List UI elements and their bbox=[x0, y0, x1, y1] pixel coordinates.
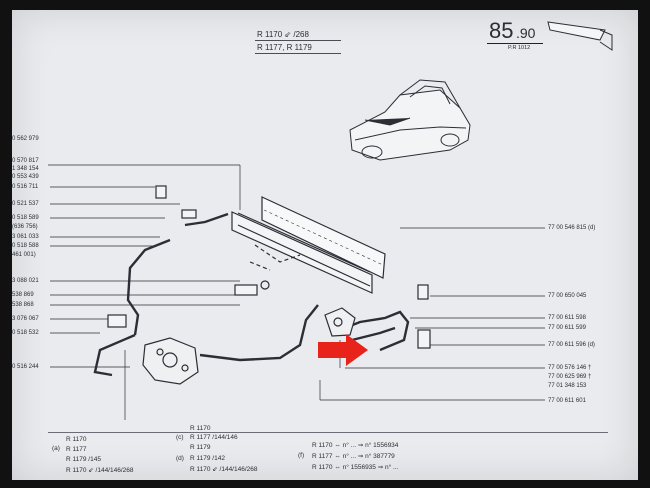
part-number: 3 076 067 bbox=[12, 316, 39, 322]
part-number: 538 869 bbox=[12, 292, 34, 298]
footer-b-line: R 1170 ⇙ /144/146/268 bbox=[66, 467, 134, 474]
part-number: 77 00 611 601 bbox=[548, 398, 586, 404]
thermostat-housing bbox=[324, 307, 356, 337]
part-number: 0 521 537 bbox=[12, 201, 39, 207]
footer-f-label: (f) bbox=[298, 452, 305, 459]
part-number: 77 00 650 045 bbox=[548, 293, 587, 299]
part-number: 0 518 588 bbox=[12, 243, 39, 249]
page-number-sub: .90 bbox=[516, 25, 536, 41]
part-number: 0 562 979 bbox=[12, 136, 39, 142]
footer-c-line3: R 1179 bbox=[190, 444, 211, 451]
page-ref: P.R 1012 bbox=[508, 45, 531, 51]
model-line-1: R 1170 ⇙ /268 bbox=[257, 30, 309, 39]
part-number: 0 516 711 bbox=[12, 184, 39, 190]
part-number: 0 516 244 bbox=[12, 364, 39, 370]
header-divider-2 bbox=[255, 53, 341, 54]
footer-c-line1: R 1170 bbox=[190, 425, 211, 432]
part-number: 538 868 bbox=[12, 302, 34, 308]
page-number-main: 85 bbox=[489, 18, 514, 43]
footer-g-line: R 1170 ⇔ n° 1556935 ⇒ n° ... bbox=[312, 464, 399, 471]
footer-c-line2: R 1177 /144/146 bbox=[190, 434, 238, 441]
part-number: 77 00 546 815 (d) bbox=[548, 225, 596, 231]
footer-d-line1: R 1179 /142 bbox=[190, 455, 225, 462]
footer-f-line: R 1177 ⇔ n° ... ⇒ n° 387779 bbox=[312, 453, 395, 460]
part-number: 3 088 021 bbox=[12, 278, 39, 284]
model-line-2: R 1177, R 1179 bbox=[257, 43, 312, 52]
car-illustration bbox=[349, 79, 471, 161]
hoses bbox=[93, 212, 410, 377]
part-number: 77 00 611 599 bbox=[548, 325, 586, 331]
footer-a-line3: R 1179 /145 bbox=[66, 456, 101, 463]
footer-c-label: (c) bbox=[176, 434, 184, 441]
footer-a-line2: R 1177 bbox=[66, 446, 87, 453]
leader-lines bbox=[48, 164, 545, 420]
part-number: 0 553 439 bbox=[12, 174, 39, 180]
part-number: 0 570 817 bbox=[12, 158, 39, 164]
part-number: 77 00 625 969 † bbox=[548, 374, 592, 380]
footer-rule bbox=[48, 432, 608, 433]
water-pump bbox=[142, 337, 199, 385]
footer-d-label: (d) bbox=[176, 455, 184, 462]
part-number: 77 01 348 153 bbox=[548, 383, 587, 389]
footer-a-line1: R 1170 bbox=[66, 436, 87, 443]
footer-e-line: R 1170 ⇔ n° ... ⇒ n° 1556934 bbox=[312, 442, 399, 449]
page-number-rule bbox=[487, 43, 543, 44]
part-number: (636 756) bbox=[12, 224, 38, 230]
footer-a-label: (a) bbox=[52, 445, 60, 452]
part-number: 1 348 154 bbox=[12, 166, 39, 172]
part-number: 77 00 611 596 (d) bbox=[548, 342, 595, 348]
part-number: 3 061 033 bbox=[12, 234, 39, 240]
part-number: 0 518 532 bbox=[12, 330, 39, 336]
highlight-arrow bbox=[318, 334, 368, 366]
footer-d-line2: R 1170 ⇙ /144/146/268 bbox=[190, 466, 258, 473]
part-number: 0 518 589 bbox=[12, 215, 39, 221]
part-number: 461 001) bbox=[12, 252, 36, 258]
header-divider bbox=[255, 40, 341, 41]
part-number: 77 00 576 146 † bbox=[548, 365, 592, 371]
radiator bbox=[231, 196, 386, 294]
part-number: 77 00 611 598 bbox=[548, 315, 586, 321]
